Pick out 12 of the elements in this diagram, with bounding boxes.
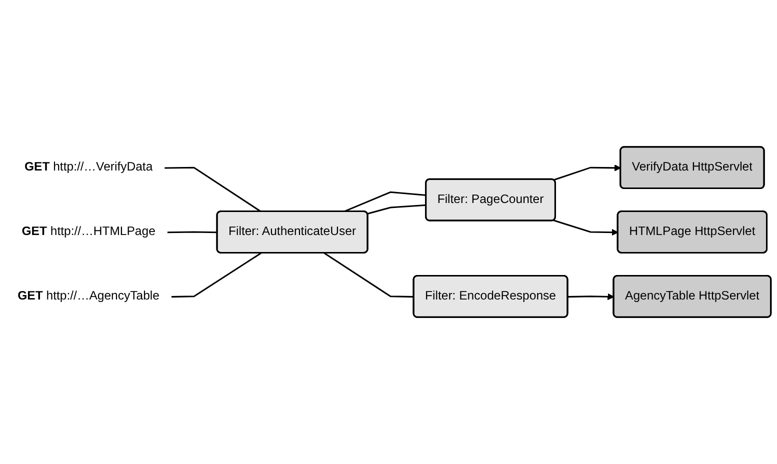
node-text: GET http://…HTMLPage — [22, 225, 156, 238]
arrow — [553, 164, 622, 181]
node-text: GET http://…VerifyData — [24, 160, 153, 174]
connector — [164, 166, 262, 212]
arrow — [568, 293, 614, 300]
arrow — [553, 220, 618, 236]
connector — [167, 231, 218, 234]
connector — [324, 252, 414, 298]
connector — [343, 191, 426, 212]
connector — [367, 204, 426, 214]
connector — [171, 252, 262, 298]
node-text: GET http://…AgencyTable — [18, 290, 160, 303]
